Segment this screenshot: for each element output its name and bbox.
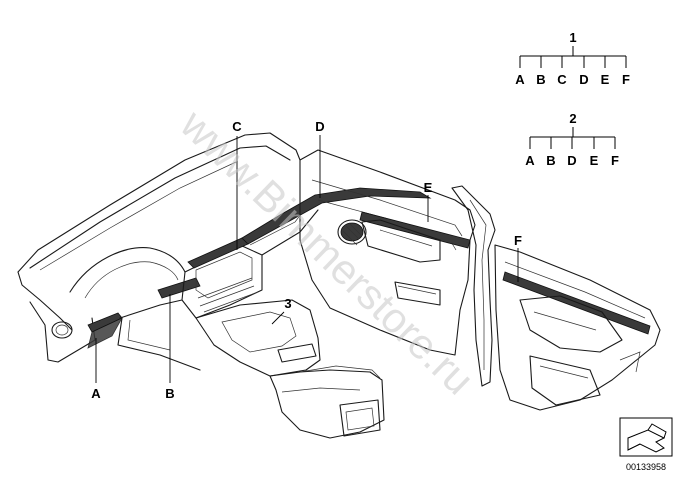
variant-2-letter-b: B bbox=[546, 153, 555, 168]
dashboard-drawing bbox=[17, 132, 319, 371]
callout-c: C bbox=[232, 119, 242, 134]
callout-b: B bbox=[165, 386, 174, 401]
leader-lines bbox=[95, 135, 519, 383]
variant-2-letter-f: F bbox=[611, 153, 619, 168]
front-door-drawing bbox=[299, 149, 476, 356]
center-console-drawing bbox=[195, 299, 385, 439]
variant-1-letter-a: A bbox=[515, 72, 525, 87]
arrow-view-icon bbox=[619, 417, 673, 457]
variant-tree-1: 1 A B C D E F bbox=[515, 30, 630, 87]
callout-3: 3 bbox=[284, 296, 291, 311]
variant-2-letter-d: D bbox=[567, 153, 576, 168]
variant-1-letter-b: B bbox=[536, 72, 545, 87]
variant-1-letter-d: D bbox=[579, 72, 588, 87]
image-id: 00133958 bbox=[626, 462, 666, 472]
rear-door-drawing bbox=[494, 244, 661, 411]
variant-2-letter-e: E bbox=[590, 153, 599, 168]
callout-d: D bbox=[315, 119, 324, 134]
variant-tree-2: 2 A B D E F bbox=[525, 111, 619, 168]
trim-d-drawing bbox=[241, 187, 432, 245]
callout-f: F bbox=[514, 233, 522, 248]
callout-a: A bbox=[91, 386, 101, 401]
variant-number-1: 1 bbox=[569, 30, 576, 45]
variant-1-letter-f: F bbox=[622, 72, 630, 87]
variant-1-letter-c: C bbox=[557, 72, 567, 87]
callout-e: E bbox=[424, 180, 433, 195]
variant-2-letter-a: A bbox=[525, 153, 535, 168]
variant-1-letter-e: E bbox=[601, 72, 610, 87]
variant-number-2: 2 bbox=[569, 111, 576, 126]
pillar-drawing bbox=[451, 185, 496, 387]
